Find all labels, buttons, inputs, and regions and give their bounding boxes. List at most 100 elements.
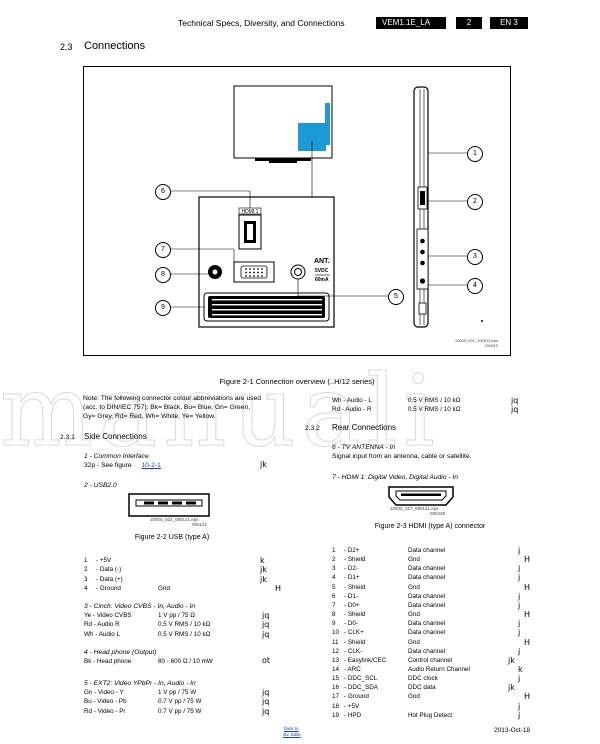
cinch-value: 1 V pp / 75 Ω	[158, 612, 195, 619]
note-line-1: Note: The following connector colour abb…	[83, 395, 261, 402]
hdmi-pin-number: 4	[332, 574, 336, 582]
hdmi-pin-name: - CLK+	[344, 629, 364, 637]
hdmi-pin-desc: Data channel	[408, 601, 446, 609]
hdmi-pin-desc: Gnd	[408, 693, 420, 701]
hdmi-pin-symbol: H	[524, 610, 531, 620]
usb-pin-number: 1	[84, 557, 88, 564]
connection-overview-figure: HDMI 1 ANT. 5VDC 60mA	[83, 66, 511, 356]
hdmi-pin-number: 2	[332, 556, 336, 564]
hdmi-pin-symbol: j	[518, 628, 521, 638]
ext2-signal: Rd - Video - Pr	[84, 707, 126, 715]
ext2-value: 0.7 V pp / 75 W	[158, 698, 202, 706]
hdmi-pin-symbol: j	[518, 701, 521, 711]
hdmi-pin-symbol: j	[518, 573, 521, 583]
usb-pin-desc: Gnd	[158, 584, 170, 592]
hdmi-file-date: 090428	[430, 511, 446, 516]
hdmi-pin-desc: Data channel	[408, 574, 446, 582]
usb-pin-symbol: H	[275, 583, 282, 593]
hdmi-pin-name: - Ground	[344, 693, 369, 701]
hdmi-port-label: HDMI 1	[242, 209, 259, 215]
hdmi-pin-number: 11	[332, 638, 339, 646]
hdmi-pin-desc: Gnd	[408, 638, 420, 646]
cinch-signal: Rd - Audio R	[84, 621, 120, 629]
hdmi-pin-name: - +5V	[344, 702, 360, 710]
hdmi-pin-number: 8	[332, 611, 336, 619]
hdmi-pin-number: 10	[332, 629, 340, 637]
ci-title: 1 - Common Interface	[84, 453, 149, 460]
audio-value: 0.5 V RMS / 10 kΩ	[408, 406, 461, 414]
hdmi-pin-number: 1	[332, 547, 336, 554]
hdmi-pin-desc: Gnd	[408, 611, 420, 619]
cinch-symbol: jq	[262, 620, 270, 630]
hdmi-pin-desc: Data channel	[408, 547, 446, 554]
figure1-caption: Figure 2-1 Connection overview (..H/12 s…	[219, 377, 375, 386]
hdmi-pin-desc: Data channel	[408, 592, 446, 600]
ci-symbol: jk	[260, 460, 267, 469]
hdmi-pin-name: - ARC	[344, 665, 361, 673]
hdmi-pin-number: 16	[332, 684, 340, 692]
ci-text: 32p - See figure 10-2-1	[84, 461, 161, 470]
hdmi-pin-symbol: j	[518, 619, 521, 629]
hdmi-pin-symbol: jk	[508, 655, 515, 665]
audio-signal: Rd - Audio - R	[332, 406, 372, 414]
hdmi-pin-name: - D1+	[344, 574, 360, 582]
ext2-signal: Bu - Video - Pb	[84, 698, 127, 706]
callout-7: 7	[155, 242, 171, 258]
hdmi-pin-desc: Data channel	[408, 629, 446, 637]
callout-9: 9	[155, 300, 171, 316]
audio-value: 0.5 V RMS / 10 kΩ	[408, 397, 461, 404]
header-title: Technical Specs, Diversity, and Connecti…	[178, 18, 345, 28]
usb-pin-name: - Data (-)	[96, 566, 122, 574]
watermark: manuali	[0, 355, 441, 470]
figure-file-date: 200813	[485, 343, 499, 348]
hdmi-pin-symbol: j	[518, 600, 521, 610]
hdmi-pin-number: 15	[332, 675, 340, 683]
hdmi-connector-drawing	[388, 486, 454, 506]
hdmi-pin-number: 3	[332, 565, 336, 573]
hdmi-pin-number: 17	[332, 693, 340, 701]
ant-label: ANT.	[314, 258, 330, 265]
hdmi-pin-desc: DDC data	[408, 684, 436, 692]
hdmi-pin-desc: Control channel	[408, 656, 453, 664]
usb-pin-name: - Ground	[96, 584, 121, 592]
hdmi-pin-number: 6	[332, 592, 336, 600]
tv-antenna-title: 6 - TV ANTENNA - In	[332, 444, 396, 451]
hdmi-pin-name: - D0+	[344, 601, 360, 609]
note-line-3: Gy= Grey, Rd= Red, Wh= White, Ye= Yellow…	[83, 413, 216, 420]
headphone-title: 4 - Head phone (Output)	[84, 649, 157, 656]
hdmi-pin-symbol: j	[518, 710, 521, 720]
headphone-value: 80 - 600 Ω / 10 mW	[158, 658, 213, 665]
back-link-1[interactable]: back to	[284, 726, 299, 731]
usb-pin-symbol: jk	[260, 565, 267, 575]
hdmi-pin-name: - CLK-	[344, 647, 363, 655]
hdmi-pin-symbol: jk	[508, 683, 515, 693]
hdmi-pin-desc: Gnd	[408, 583, 420, 591]
back-link-2[interactable]: div. table	[283, 732, 301, 737]
hdmi-pin-desc: Data channel	[408, 565, 446, 573]
hdmi-pin-symbol: k	[518, 664, 523, 674]
hdmi-pin-number: 13	[332, 656, 340, 664]
hdmi-pin-symbol: j	[518, 591, 521, 601]
callout-4: 4	[467, 278, 483, 294]
cinch-signal: Wh - Audio L	[84, 630, 121, 638]
hdmi-title: 7 - HDMI 1: Digital Video, Digital Audio…	[332, 474, 459, 481]
section-number: 2.3	[60, 42, 73, 52]
hdmi-pin-name: - DDC_SCL	[344, 675, 378, 683]
hdmi-pin-symbol: H	[524, 692, 531, 702]
note-line-2: (acc. to DIN/IEC 757): Bk= Black, Bu= Bl…	[83, 404, 251, 411]
usb-pin-number: 4	[84, 584, 88, 592]
callout-1: 1	[467, 146, 483, 162]
cinch-value: 0.5 V RMS / 10 kΩ	[158, 630, 211, 638]
ci-figure-link[interactable]: 10-2-1	[141, 462, 161, 469]
hdmi-pin-number: 19	[332, 711, 340, 719]
usb-pin-name: - Data (+)	[96, 575, 123, 583]
lang-badge: EN 3	[490, 17, 528, 29]
hdmi-pin-name: - D1-	[344, 592, 358, 600]
hdmi-pin-symbol: H	[524, 637, 531, 647]
ext2-symbol: jq	[262, 706, 270, 716]
usb-connector-drawing	[128, 493, 210, 517]
ext2-value: 1 V pp / 75 W	[158, 689, 197, 696]
hdmi-pin-symbol: j	[518, 674, 521, 684]
ant-volt: 5VDC	[315, 268, 329, 274]
note-block: Note: The following connector colour abb…	[83, 394, 261, 421]
